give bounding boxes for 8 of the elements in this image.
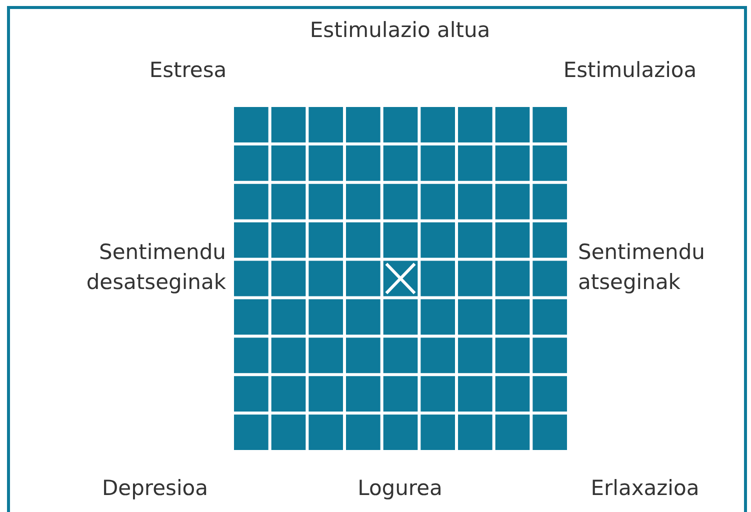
axis-label: Estimulazio altua <box>308 17 492 44</box>
axis-label: Sentimendu desatseginak <box>85 239 226 296</box>
axis-label: Depresioa <box>100 475 209 502</box>
axis-label: Sentimendu atseginak <box>578 239 706 296</box>
axis-label: Estresa <box>148 57 228 84</box>
axis-label: Estimulazioa <box>562 57 698 84</box>
axis-label: Erlaxazioa <box>590 475 700 502</box>
axis-label: Logurea <box>356 475 444 502</box>
